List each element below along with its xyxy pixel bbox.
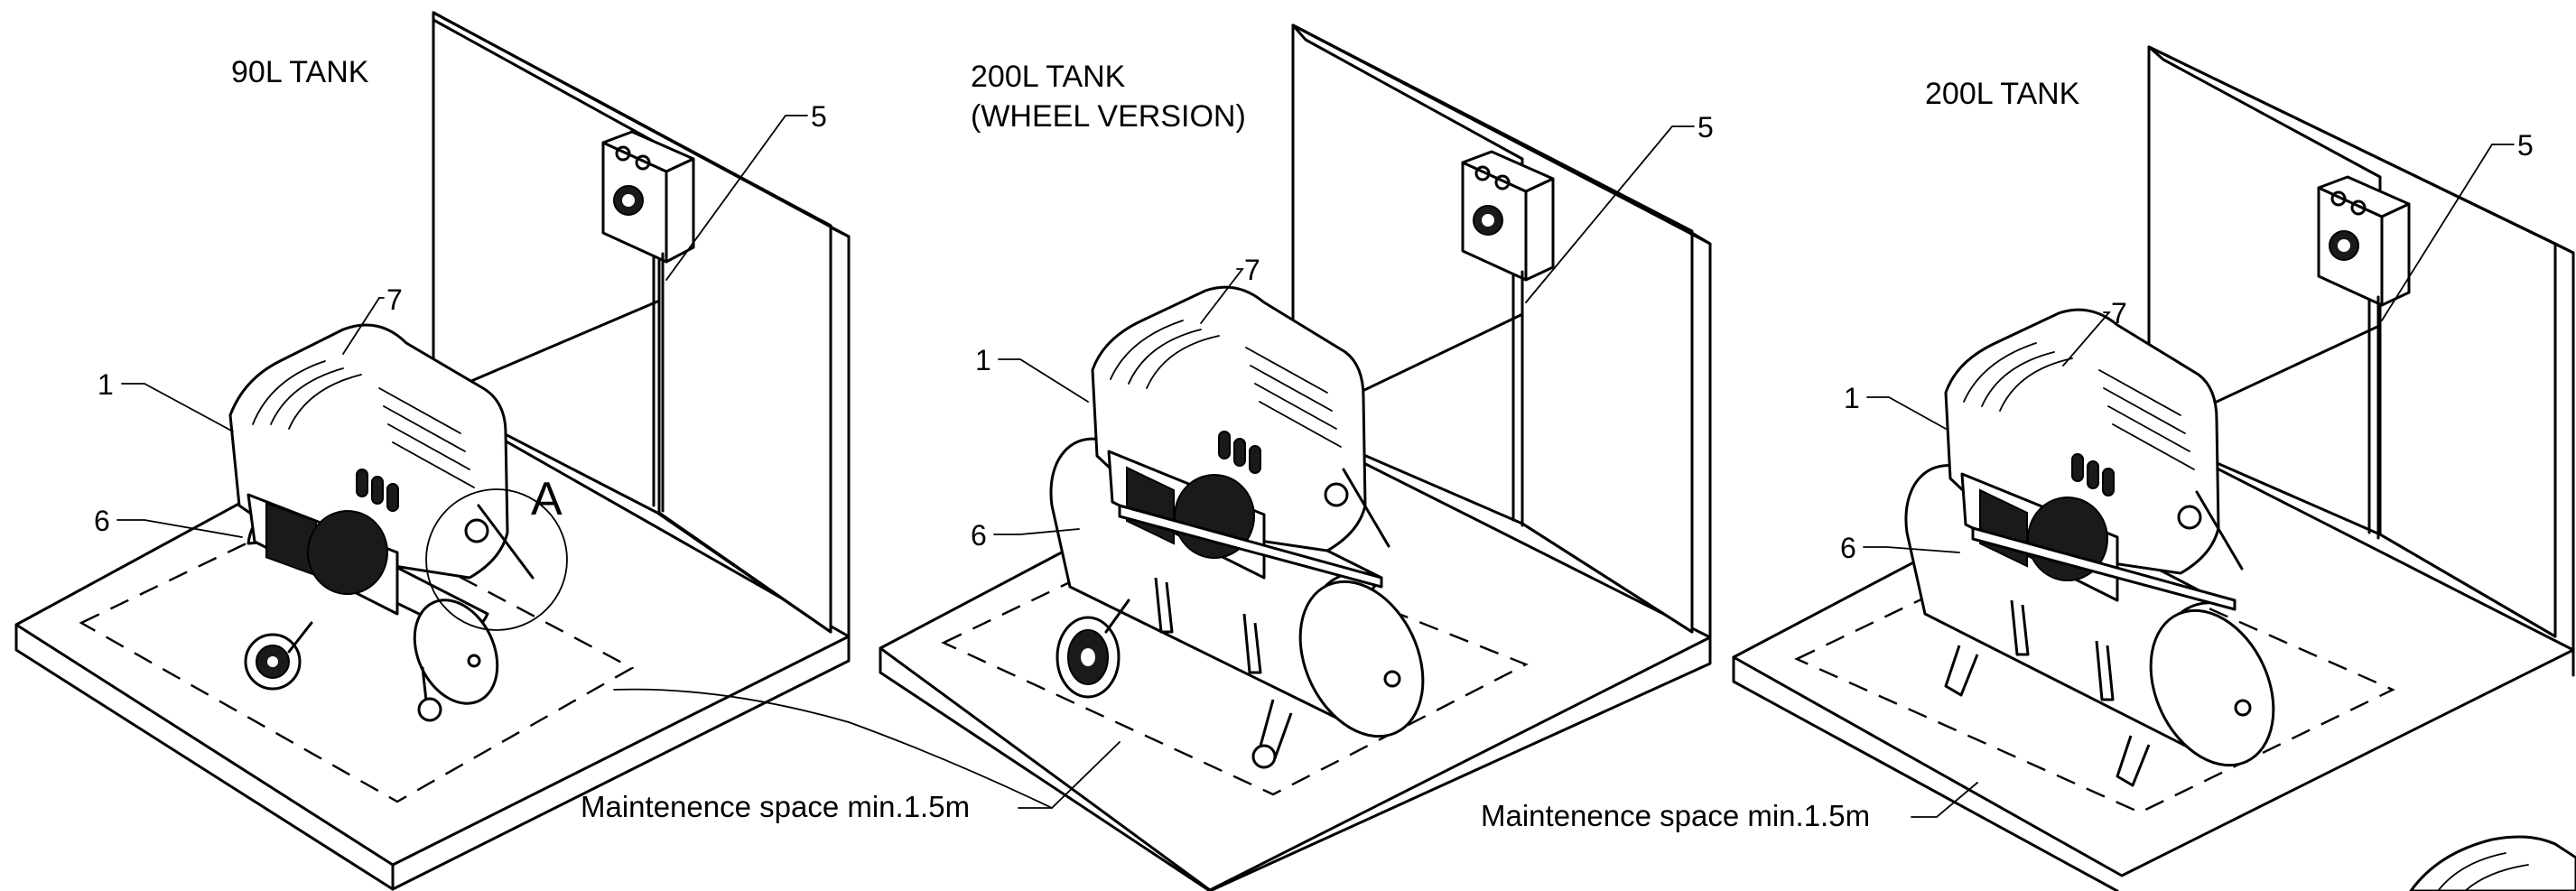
callout-6: 6	[1840, 532, 1960, 564]
scene-200l-tank: 200L TANK 1 6 7 5	[1732, 45, 2576, 891]
compressor-unit	[228, 323, 535, 722]
callout-7: 7	[1200, 254, 1260, 324]
svg-text:1: 1	[1844, 382, 1860, 414]
scene-title: 200L TANK (WHEEL VERSION)	[971, 60, 1246, 134]
maintenance-caption-right: Maintenence space min.1.5m	[1481, 782, 1978, 832]
svg-text:7: 7	[386, 283, 403, 316]
transport-wheel	[1056, 599, 1130, 699]
compressor-hood	[1944, 308, 2244, 611]
callout-1: 1	[98, 368, 234, 432]
svg-text:200L TANK: 200L TANK	[971, 60, 1126, 94]
svg-text:5: 5	[1697, 111, 1714, 144]
svg-text:5: 5	[811, 100, 827, 133]
svg-text:7: 7	[2111, 297, 2127, 329]
compressor-unit	[1904, 308, 2275, 787]
callout-6: 6	[94, 505, 243, 538]
svg-text:Maintenence space min.1.5m: Maintenence space min.1.5m	[581, 790, 970, 823]
maintenance-caption-left: Maintenence space min.1.5m	[581, 688, 1121, 823]
maintenance-zone-outline	[1794, 536, 2395, 814]
callout-1: 1	[1844, 382, 1947, 430]
tank-feet	[1154, 577, 1293, 760]
svg-text:1: 1	[975, 344, 991, 376]
detail-view-partial	[2409, 835, 2576, 891]
svg-text:6: 6	[1840, 532, 1856, 564]
detail-a-label: A	[531, 473, 563, 525]
svg-text:(WHEEL VERSION): (WHEEL VERSION)	[971, 99, 1246, 134]
callout-5: 5	[1525, 111, 1714, 303]
maintenance-zone-outline	[79, 504, 635, 803]
scene-title: 200L TANK	[1925, 77, 2080, 111]
cable-duct	[2367, 295, 2380, 540]
callout-5: 5	[2381, 129, 2534, 321]
compressor-hood	[228, 323, 535, 616]
scene-200l-wheel-version: 200L TANK (WHEEL VERSION) 1 6 7 5	[879, 23, 1714, 891]
svg-text:6: 6	[971, 519, 987, 552]
compressor-hood	[1091, 285, 1390, 589]
callout-5: 5	[665, 100, 827, 281]
cable-duct	[652, 252, 665, 513]
scene-title: 90L TANK	[231, 55, 369, 89]
switch-box	[1461, 150, 1555, 282]
switch-box	[2317, 175, 2411, 307]
detail-a-circle	[425, 488, 568, 631]
transport-wheel	[244, 621, 313, 691]
switch-box	[601, 130, 695, 264]
tank-feet	[1944, 599, 2151, 787]
svg-text:6: 6	[94, 505, 110, 537]
foot-caster	[417, 666, 442, 722]
compressor-unit	[1049, 285, 1425, 769]
cable-duct	[1511, 270, 1524, 527]
scene-90l-tank: A 90L TANK 1 6 7 5	[14, 11, 851, 891]
svg-text:5: 5	[2517, 129, 2534, 162]
callout-7: 7	[342, 283, 403, 355]
svg-text:Maintenence space min.1.5m: Maintenence space min.1.5m	[1481, 799, 1870, 832]
svg-text:1: 1	[98, 368, 114, 401]
callout-6: 6	[971, 519, 1080, 552]
callout-7: 7	[2062, 297, 2127, 367]
svg-text:7: 7	[1244, 254, 1260, 286]
foot-caster	[1251, 744, 1277, 769]
callout-1: 1	[975, 344, 1089, 403]
